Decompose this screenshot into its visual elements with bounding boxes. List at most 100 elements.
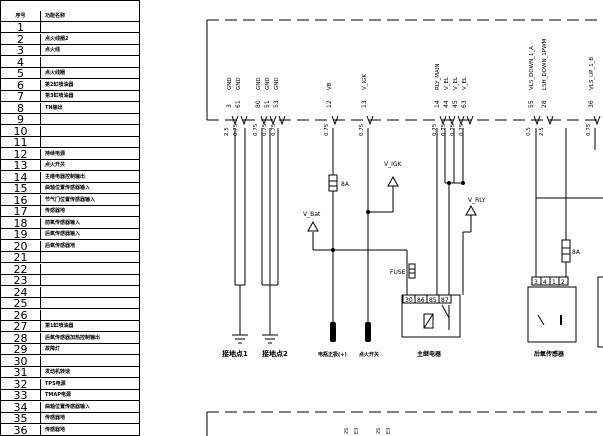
relay-fuse-label: FUSE (390, 269, 406, 276)
table-row: 29 故障灯 (1, 344, 139, 355)
pin-arrow-icon (331, 115, 339, 126)
wire-gauge: 0.75 (271, 123, 277, 136)
wire-gauge: 0.75 (253, 123, 259, 136)
wire-gauge: 0.75 (324, 123, 330, 136)
table-row: 6 第2缸喷油器 (1, 79, 139, 91)
row-number: 25 (1, 298, 41, 309)
lower-pin-label: E3 (386, 428, 392, 434)
relay-pin-number: 87 (441, 297, 449, 304)
fuse-8a-right-label: 8A (572, 249, 581, 256)
row-number: 23 (1, 275, 41, 286)
sensor-pin-number: 2 (561, 279, 565, 286)
row-number: 29 (1, 344, 41, 355)
row-number: 4 (1, 56, 41, 68)
row-function: TMAP电源 (45, 392, 71, 398)
wire-gauge: 0.75 (450, 123, 456, 136)
pin-number: 12 (326, 100, 333, 108)
row-function: 第1缸喷油器 (45, 323, 74, 329)
pin-number: 45 (452, 100, 459, 108)
row-function: 第2缸喷油器 (45, 81, 74, 88)
fuse-8a-label: 8A (341, 181, 350, 188)
wire-gauge: 0.75 (586, 123, 592, 136)
row-number: 9 (1, 114, 41, 125)
junction-dots (331, 181, 465, 252)
fuse-8a: 8A (328, 174, 350, 192)
pin-number: 28 (541, 100, 548, 108)
wire-gauge: 0.5 (526, 127, 532, 136)
row-function: 第3缸喷油器 (45, 93, 74, 99)
lower-pin-label: 2S (344, 428, 350, 434)
signal-label: V_EL (453, 76, 459, 90)
table-row: 10 (1, 125, 139, 137)
row-function: 传感器地 (45, 426, 66, 433)
vbat-label: V_Bat (303, 211, 321, 218)
row-number: 6 (1, 79, 41, 91)
battery-label: 电瓶正极(+) (318, 351, 347, 358)
row-function: TN输出 (45, 104, 63, 111)
row-number: 3 (1, 45, 41, 56)
lower-pin-label: 2S (376, 428, 382, 434)
sensor-pin-number: 4 (543, 279, 547, 286)
relay-pin-number: 85 (429, 297, 437, 304)
signal-label: LSH_DOWN_1PWM (542, 38, 548, 90)
row-function: 传感器地 (45, 208, 66, 214)
table-header: 序号 功能名称 (1, 11, 139, 22)
table-row: 9 (1, 114, 139, 125)
sensor-pin-number: 3 (534, 279, 538, 286)
table-row: 15 曲轴位置传感器输入 (1, 183, 139, 194)
row-function: 后氧传感器输入 (45, 231, 81, 237)
pin-arrow-icon (457, 115, 465, 126)
pin-arrow-icon (366, 115, 374, 126)
pin-number: 53 (273, 100, 280, 108)
wire-gauge: 0.75 (359, 123, 365, 136)
table-row: 22 (1, 263, 139, 275)
wiring-diagram: GND32.5GND610.75GND800.75GND510.75GND530… (206, 19, 603, 436)
row-number: 35 (1, 413, 41, 424)
ignition-label: 点火开关 (359, 351, 379, 358)
pin-arrow-icon (231, 115, 239, 126)
pin-number: 13 (361, 100, 368, 108)
rear-o2-label: 后氧传感器 (534, 350, 565, 358)
row-number: 11 (1, 137, 41, 148)
row-number: 18 (1, 217, 41, 229)
pin-number: 36 (588, 100, 595, 108)
row-function: 节气门位置传感器输入 (45, 196, 96, 203)
wire-gauge: 2.5 (224, 127, 230, 136)
table-row: 26 (1, 309, 139, 321)
signal-label: GND (274, 77, 280, 90)
relay-pin-cell (438, 294, 452, 304)
row-number: 20 (1, 240, 41, 252)
table-row: 33 TMAP电源 (1, 390, 139, 401)
row-function: 曲轴位置传感器输入 (45, 185, 91, 191)
pin-arrow-icon (439, 115, 447, 126)
row-number: 33 (1, 390, 41, 401)
pin-arrow-icon (546, 115, 554, 126)
pin-number: 80 (255, 100, 262, 108)
wire-gauge: 0.75 (233, 123, 239, 136)
row-function: 故障灯 (45, 346, 61, 352)
table-row: 23 (1, 275, 139, 286)
row-number: 15 (1, 183, 41, 194)
signal-label: V_EL (444, 76, 450, 90)
row-number: 26 (1, 309, 41, 321)
row-number: 10 (1, 125, 41, 137)
row-number: 21 (1, 252, 41, 263)
row-function: TPS电源 (45, 380, 66, 387)
row-number: 19 (1, 229, 41, 240)
pin-arrow-icon (260, 115, 268, 126)
row-number: 24 (1, 286, 41, 298)
vrly-arrow-icon: V_RLY (465, 197, 486, 216)
row-number: 16 (1, 194, 41, 206)
